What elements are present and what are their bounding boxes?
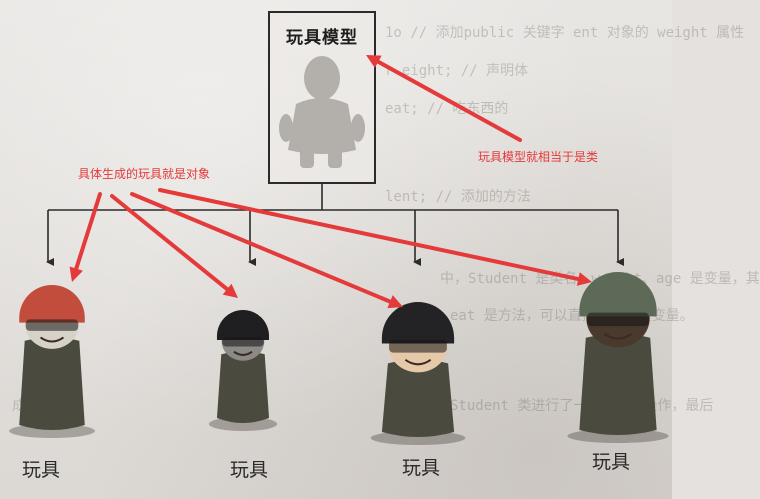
red-arrow-object-3 [130, 192, 403, 309]
red-arrows [69, 55, 592, 309]
model-title: 玩具模型 [286, 28, 358, 48]
toy-figure [208, 310, 278, 431]
background-text-line: 1o // 添加public 关键字 ent 对象的 weight 属性 [385, 25, 745, 41]
red-arrow-object-2 [110, 194, 238, 298]
red-arrow-object-4 [158, 188, 592, 286]
toy-figure [9, 285, 95, 438]
annotation-object: 具体生成的玩具就是对象 [78, 167, 211, 181]
red-arrow-object-1 [69, 192, 102, 282]
background-text-line: eat; // 吃东西的 [385, 101, 509, 117]
toy-label-1: 玩具 [22, 459, 61, 481]
toy-figure [567, 271, 669, 443]
toy-silhouette [279, 56, 365, 168]
toy-label-4: 玩具 [592, 451, 631, 473]
connector-lines [46, 184, 624, 266]
toy-label-2: 玩具 [230, 459, 269, 481]
annotation-class: 玩具模型就相当于是类 [478, 150, 599, 164]
toy-figure [370, 302, 466, 445]
toys-layer [9, 271, 669, 445]
diagram-svg [9, 55, 669, 445]
background-text-line: r eight; // 声明体 [385, 63, 529, 79]
red-arrow-class [366, 55, 522, 142]
background-text-line: lent; // 添加的方法 [385, 189, 531, 205]
toy-label-3: 玩具 [402, 457, 441, 479]
